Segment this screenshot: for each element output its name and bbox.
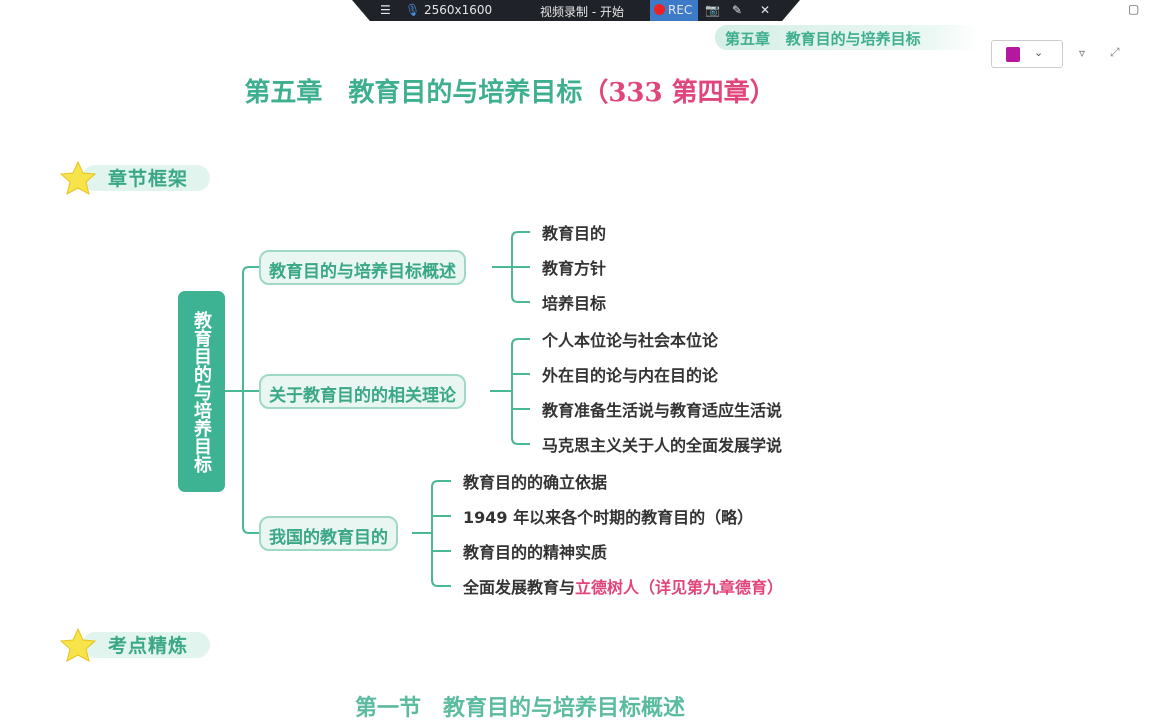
player-widget[interactable]: ⌄ — [991, 40, 1063, 68]
resolution-label: 2560x1600 — [424, 3, 493, 17]
mindmap-root: 教育目的与培养目标 — [178, 291, 225, 492]
leaf: 教育准备生活说与教育适应生活说 — [542, 401, 783, 420]
leaf: 1949 年以来各个时期的教育目的（略） — [463, 508, 754, 527]
microphone-icon[interactable]: 🎙 — [405, 3, 421, 17]
chapter-banner: 第五章 教育目的与培养目标 — [715, 25, 980, 50]
leaf: 教育方针 — [542, 259, 607, 278]
section-badge-points: 考点精炼 — [60, 627, 212, 662]
section-badge-framework: 章节框架 — [60, 160, 212, 195]
filter-icon[interactable]: ▿ — [1079, 46, 1086, 60]
menu-icon[interactable]: ☰ — [380, 3, 391, 17]
window-restore-icon[interactable]: ▢ — [1128, 2, 1140, 16]
branch-china: 我国的教育目的 — [259, 516, 398, 551]
app-icon — [1006, 47, 1020, 62]
leaf: 外在目的论与内在目的论 — [542, 366, 719, 385]
branch-theories: 关于教育目的的相关理论 — [259, 374, 466, 409]
expand-icon[interactable]: ⤢ — [1110, 45, 1120, 59]
leaf: 教育目的的确立依据 — [463, 473, 608, 492]
leaf: 培养目标 — [542, 294, 607, 313]
page-title: 第五章 教育目的与培养目标（333 第四章） — [244, 78, 776, 108]
recorder-title: 视频录制 - 开始 — [540, 5, 624, 19]
next-section-heading: 第一节 教育目的与培养目标概述 — [354, 695, 685, 721]
leaf: 全面发展教育与立德树人（详见第九章德育） — [463, 578, 784, 597]
leaf: 个人本位论与社会本位论 — [542, 331, 719, 350]
leaf: 教育目的的精神实质 — [463, 543, 608, 562]
record-icon — [654, 4, 665, 15]
leaf: 教育目的 — [542, 224, 607, 243]
pen-icon[interactable]: ✎ — [732, 3, 743, 17]
close-icon[interactable]: ✕ — [760, 3, 771, 17]
chevron-down-icon[interactable]: ⌄ — [1034, 46, 1044, 59]
rec-button[interactable]: REC — [650, 0, 698, 21]
star-icon — [60, 160, 97, 195]
branch-overview: 教育目的与培养目标概述 — [259, 250, 466, 285]
screen-recorder-toolbar: ☰ 🎙 2560x1600 视频录制 - 开始 REC 📷 ✎ ✕ — [352, 0, 800, 21]
camera-icon[interactable]: 📷 — [705, 3, 720, 17]
leaf: 马克思主义关于人的全面发展学说 — [542, 436, 783, 455]
star-icon — [60, 627, 97, 662]
